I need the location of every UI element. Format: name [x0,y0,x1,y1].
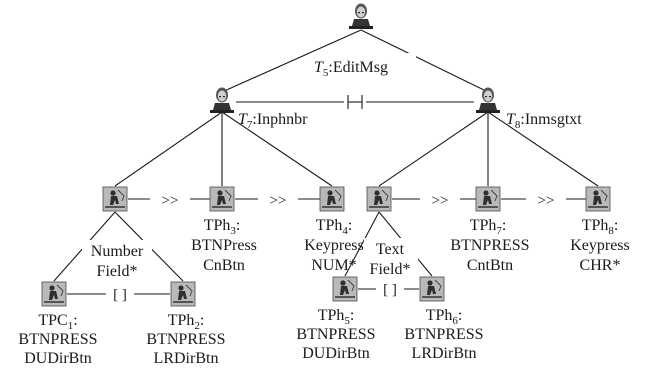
interleave-operator-top [344,94,366,110]
root-task-name: T [314,59,324,76]
tph7-label-1: TPh7: [470,217,507,237]
enabling-operator-right-2: >> [538,193,555,209]
edge-right-tph8 [487,111,599,187]
enabling-operator-right-1: >> [432,193,449,209]
root-task-sub: 5 [323,67,329,79]
tph6-label-1: TPh6: [426,307,463,327]
right-task-text: :Inmsgtxt [520,111,582,128]
right-task-label: T8:Inmsgtxt [506,111,582,131]
tph7-label-2: BTNPRESS [450,237,529,254]
number-field-task-icon [102,186,128,212]
tph5-label-2: BTNPRESS [296,326,375,343]
right-task-sub: 8 [515,119,521,131]
left-task-name: T [238,111,248,128]
tph1-label-3: DUDirBtn [24,350,92,367]
tph2-task-icon [170,281,196,307]
tph1-label-1: TPC1: [38,312,77,332]
tph8-label-2: Keypress [570,237,630,254]
enabling-operator-left-1: >> [162,193,179,209]
edge-root-right [360,29,489,93]
tph7-task-icon [475,186,501,212]
edge-left-a [114,111,223,187]
left-user-icon [210,87,234,113]
tph6-task-icon [419,276,445,302]
interleave-operator-right: [ ] [383,282,397,298]
text-field-task-icon [366,186,392,212]
tph5-task-icon [332,276,358,302]
number-field-label-1: Number [91,243,144,260]
tph4-label-3: NUM* [311,257,356,274]
edge-left-tph4 [221,111,333,187]
text-field-label-1: Text [376,241,405,258]
tph3-task-icon [209,186,235,212]
edge-right-b [378,111,489,187]
operator-edges: >> >> >> >> [ ] [ ] [67,94,586,303]
tph4-task-icon [319,186,345,212]
right-task-name: T [506,111,516,128]
tph4-label-2: Keypress [304,237,364,254]
tph4-label-1: TPh4: [316,217,353,237]
tph8-label-3: CHR* [580,257,621,274]
tph3-label-2: BTNPress [191,237,257,254]
edge-root-left [221,29,362,93]
tph5-label-3: DUDirBtn [302,345,370,362]
tph1-task-icon [41,281,67,307]
tph3-label-3: CnBtn [203,257,245,274]
tph7-label-3: CntBtn [467,257,513,274]
enabling-operator-left-2: >> [270,193,287,209]
tph2-label-1: TPh2: [168,312,205,332]
interleave-operator-left: [ ] [113,287,127,303]
left-task-text: :Inphnbr [252,111,308,128]
left-task-sub: 7 [247,119,253,131]
number-field-label-2: Field* [97,263,138,280]
tph2-label-3: LRDirBtn [154,350,219,367]
tph6-label-2: BTNPRESS [404,326,483,343]
tph3-label-1: TPh3: [204,217,241,237]
text-field-label-2: Field* [370,261,411,278]
tph6-label-3: LRDirBtn [412,345,477,362]
edge-b-tph5 [344,211,380,277]
tph2-label-2: BTNPRESS [146,331,225,348]
root-user-icon [349,3,373,29]
right-user-icon [476,87,500,113]
root-task-text: :EditMsg [328,59,388,76]
tph5-label-1: TPh5: [318,307,355,327]
tph1-label-2: BTNPRESS [18,331,97,348]
left-task-label: T7:Inphnbr [238,111,308,131]
tph8-label-1: TPh8: [582,217,619,237]
tph8-task-icon [585,186,611,212]
root-task-label: T5:EditMsg [314,59,388,79]
